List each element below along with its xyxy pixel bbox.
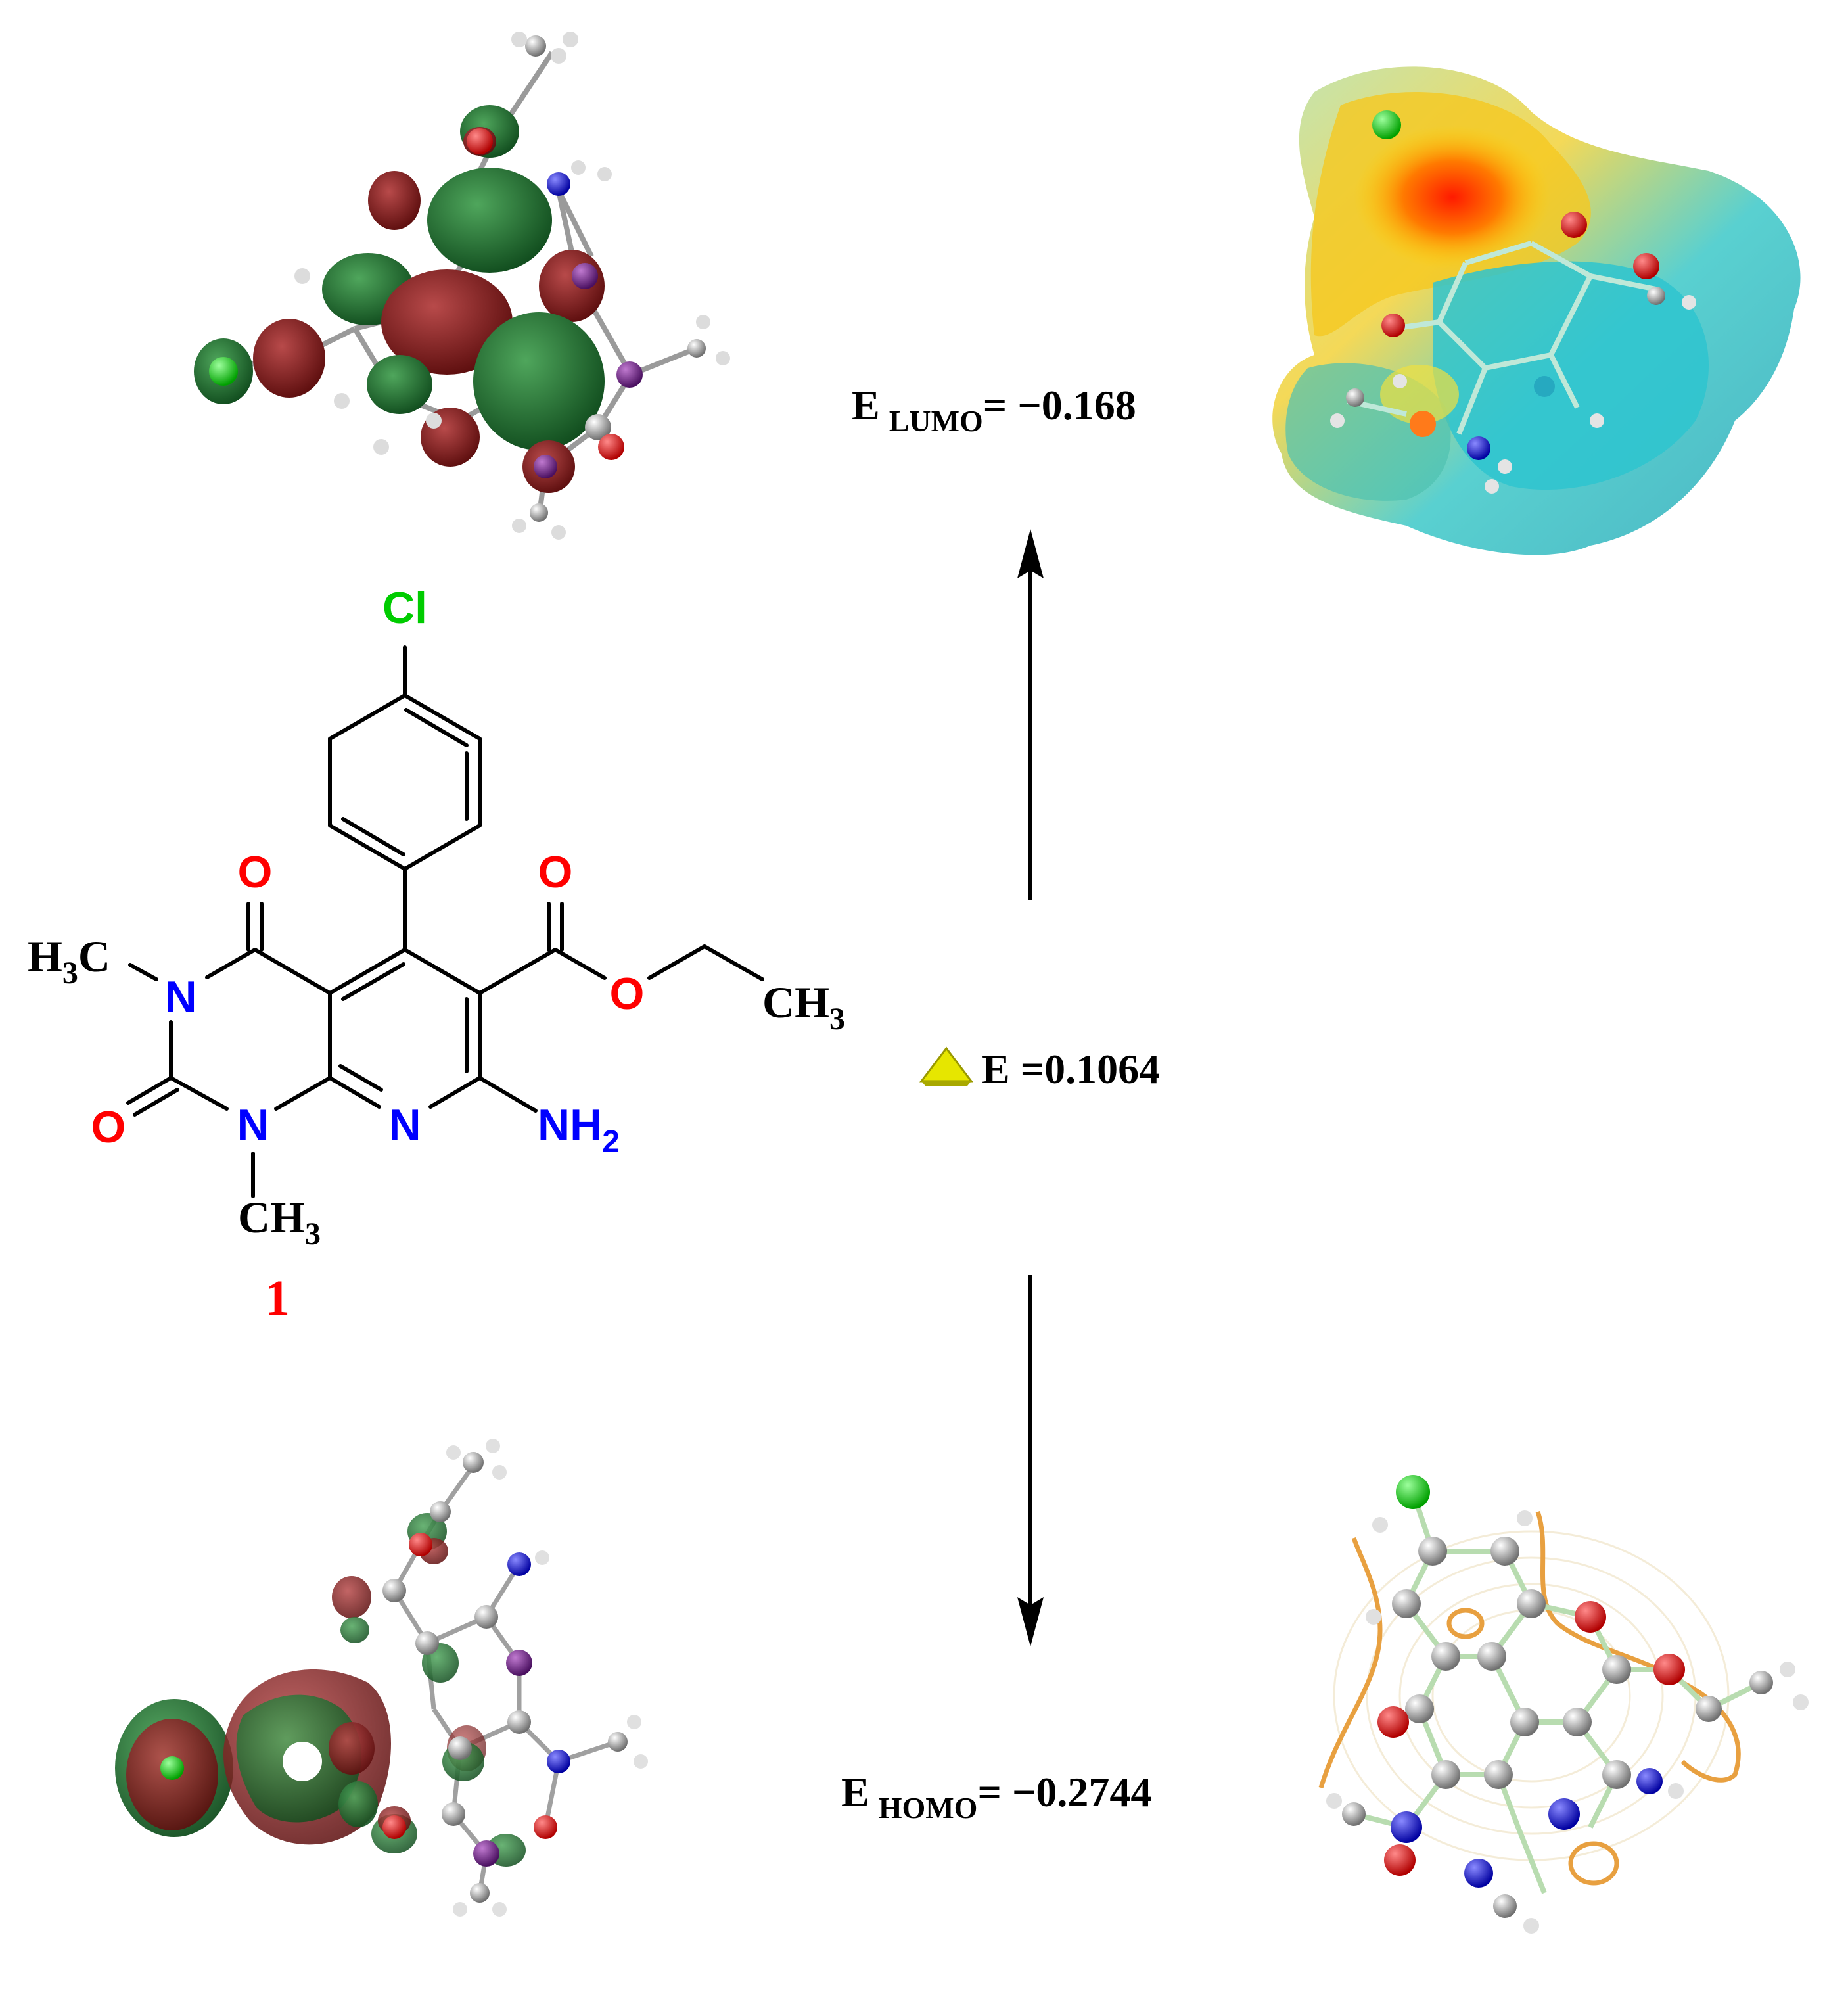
methyl-label-n1: CH3 (238, 1192, 321, 1251)
methyl-label-ester: CH3 (762, 977, 845, 1037)
oxygen-label-c4: O (238, 847, 273, 897)
methyl-label-n3: H3C (28, 931, 110, 990)
nitrogen-label-n3: N (164, 972, 196, 1022)
nitrogen-label-n8: N (388, 1100, 421, 1150)
up-arrow (1017, 529, 1044, 900)
nitrogen-label-n1: N (237, 1100, 269, 1150)
lumo-orbital-render (194, 32, 730, 540)
chemical-structure: Cl O O O O N N N NH2 H3C CH3 CH3 1 (28, 583, 845, 1326)
amine-label: NH2 (538, 1100, 620, 1159)
energy-gap-value: E =0.1064 (982, 1046, 1160, 1092)
esp-surface-map (1272, 66, 1801, 555)
chlorine-label: Cl (382, 583, 427, 633)
energy-gap-label: E =0.1064 (919, 1046, 1160, 1092)
oxygen-label-ester: O (610, 969, 645, 1019)
homo-contour-map (1318, 1475, 1809, 1934)
down-arrow (1017, 1275, 1044, 1646)
oxygen-label-carbonyl: O (538, 847, 573, 897)
compound-number: 1 (265, 1270, 290, 1326)
homo-orbital-render (115, 1439, 648, 1917)
delta-triangle-icon (919, 1046, 974, 1086)
oxygen-label-c2: O (91, 1102, 126, 1152)
